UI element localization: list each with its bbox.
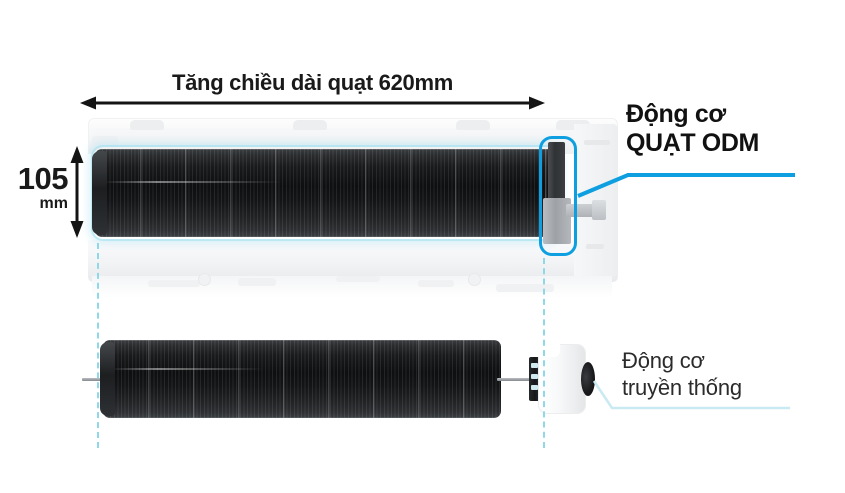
fan-height-unit: mm	[39, 195, 68, 212]
fan-blade-fins	[95, 149, 556, 237]
traditional-cross-flow-fan	[103, 340, 501, 418]
chassis-mount-bump	[456, 120, 490, 130]
traditional-motor-end-cap	[581, 362, 595, 396]
traditional-fan-left-shaft	[82, 378, 106, 381]
traditional-motor-label-line2: truyền thống	[622, 374, 742, 400]
traditional-motor-hub-slot	[531, 363, 538, 368]
odm-fan-left-endcap	[92, 151, 107, 235]
traditional-motor-hub-slot	[531, 374, 538, 379]
alignment-guide-right	[543, 258, 545, 448]
fan-segment-dividers	[103, 340, 501, 418]
traditional-motor-hub	[529, 357, 540, 401]
chassis-detail	[92, 136, 118, 148]
chassis-detail	[336, 276, 380, 282]
chassis-rib	[584, 140, 610, 145]
traditional-motor-shaft	[497, 378, 533, 381]
ac-indoor-unit-chassis	[88, 118, 618, 298]
chassis-screw-boss	[468, 273, 481, 286]
chassis-mount-bump	[556, 120, 590, 130]
traditional-motor-label-line1: Động cơ	[622, 348, 705, 373]
fan-edge-rings	[95, 149, 556, 237]
fan-height-value: 105	[17, 161, 69, 196]
odm-motor-bracket-tab	[592, 200, 606, 220]
traditional-motor-label: Động cơ truyền thống	[622, 348, 742, 402]
fan-segment-dividers	[95, 149, 556, 237]
chassis-lower-body	[88, 240, 618, 282]
odm-motor-highlight-box	[539, 136, 577, 256]
chassis-base-panel	[92, 276, 612, 298]
alignment-guide-left	[97, 243, 99, 448]
traditional-motor-hub-slot	[531, 385, 538, 390]
odm-motor-label-line2: QUẠT ODM	[626, 128, 759, 157]
fan-specular-highlight	[110, 368, 494, 371]
chassis-detail	[148, 280, 200, 287]
chassis-rib	[586, 244, 604, 249]
fan-edge-rings	[103, 340, 501, 418]
fan-specular-highlight	[104, 180, 547, 183]
vertical-dimension-arrow-icon	[70, 146, 84, 238]
fan-blade-fins	[103, 340, 501, 418]
traditional-motor-notch	[538, 344, 560, 357]
chassis-detail	[496, 284, 554, 292]
odm-motor-label-line1: Động cơ	[626, 100, 726, 128]
odm-cross-flow-fan	[95, 149, 556, 237]
chassis-mount-bump	[293, 120, 327, 130]
chassis-screw-boss	[198, 273, 211, 286]
odm-motor-label: Động cơ QUẠT ODM	[626, 100, 759, 157]
chassis-detail	[418, 280, 454, 287]
fan-length-dimension-label: Tăng chiều dài quạt 620mm	[171, 70, 453, 95]
horizontal-dimension-arrow-icon	[80, 96, 545, 110]
chassis-detail	[238, 278, 276, 286]
chassis-mount-bump	[130, 120, 164, 130]
traditional-fan-left-endcap	[100, 342, 115, 416]
